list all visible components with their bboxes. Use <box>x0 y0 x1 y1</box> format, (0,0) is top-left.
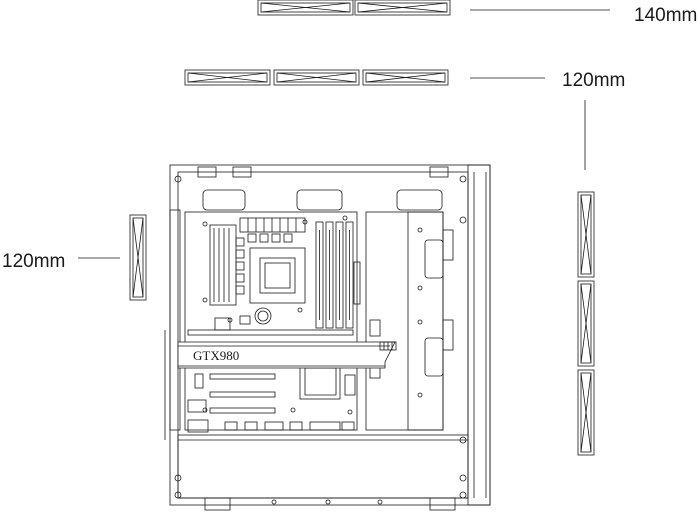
fan-120-front-3-icon <box>577 369 595 456</box>
drive-cage <box>365 211 454 431</box>
fan-140-label: 140mm <box>634 5 698 26</box>
fan-140-2-icon <box>354 0 451 16</box>
fan-120-front-2-icon <box>577 280 595 367</box>
gpu-label: GTX980 <box>193 348 239 363</box>
fan-120-top-3-icon <box>362 69 449 86</box>
fan-120-top-2-icon <box>273 69 360 86</box>
foot-front <box>429 497 456 511</box>
fan-140-1-icon <box>257 0 354 16</box>
case-front-panel <box>467 164 491 506</box>
pcie-slot-2 <box>209 391 276 398</box>
atx-power-connector <box>353 261 361 305</box>
motherboard <box>184 211 361 433</box>
top-cutout-2 <box>296 189 343 211</box>
rear-bracket <box>169 209 181 431</box>
top-cutout-3 <box>396 189 443 211</box>
case-body <box>164 164 491 511</box>
fan-140-group <box>257 0 610 16</box>
pcie-slot-3 <box>209 407 276 414</box>
fan-120-top-group <box>184 69 586 170</box>
cpu-socket <box>249 247 306 304</box>
top-cutout-1 <box>202 189 246 211</box>
fan-120-front-1-icon <box>577 191 595 278</box>
cmos-battery <box>254 307 272 325</box>
foot-rear <box>204 497 231 511</box>
fan-120-front-group <box>577 191 595 456</box>
fan-120-rear-icon <box>78 214 147 301</box>
fan-120-rear-label: 120mm <box>2 251 66 272</box>
psu-shroud <box>177 434 469 499</box>
gpu-card <box>177 341 397 369</box>
chipset-heatsink <box>299 363 341 400</box>
fan-120-top-label: 120mm <box>562 70 626 91</box>
fan-120-top-1-icon <box>184 69 271 86</box>
vrm-heatsink <box>209 217 306 306</box>
ram-slots <box>315 221 354 329</box>
pcie-slot-1 <box>209 373 276 380</box>
